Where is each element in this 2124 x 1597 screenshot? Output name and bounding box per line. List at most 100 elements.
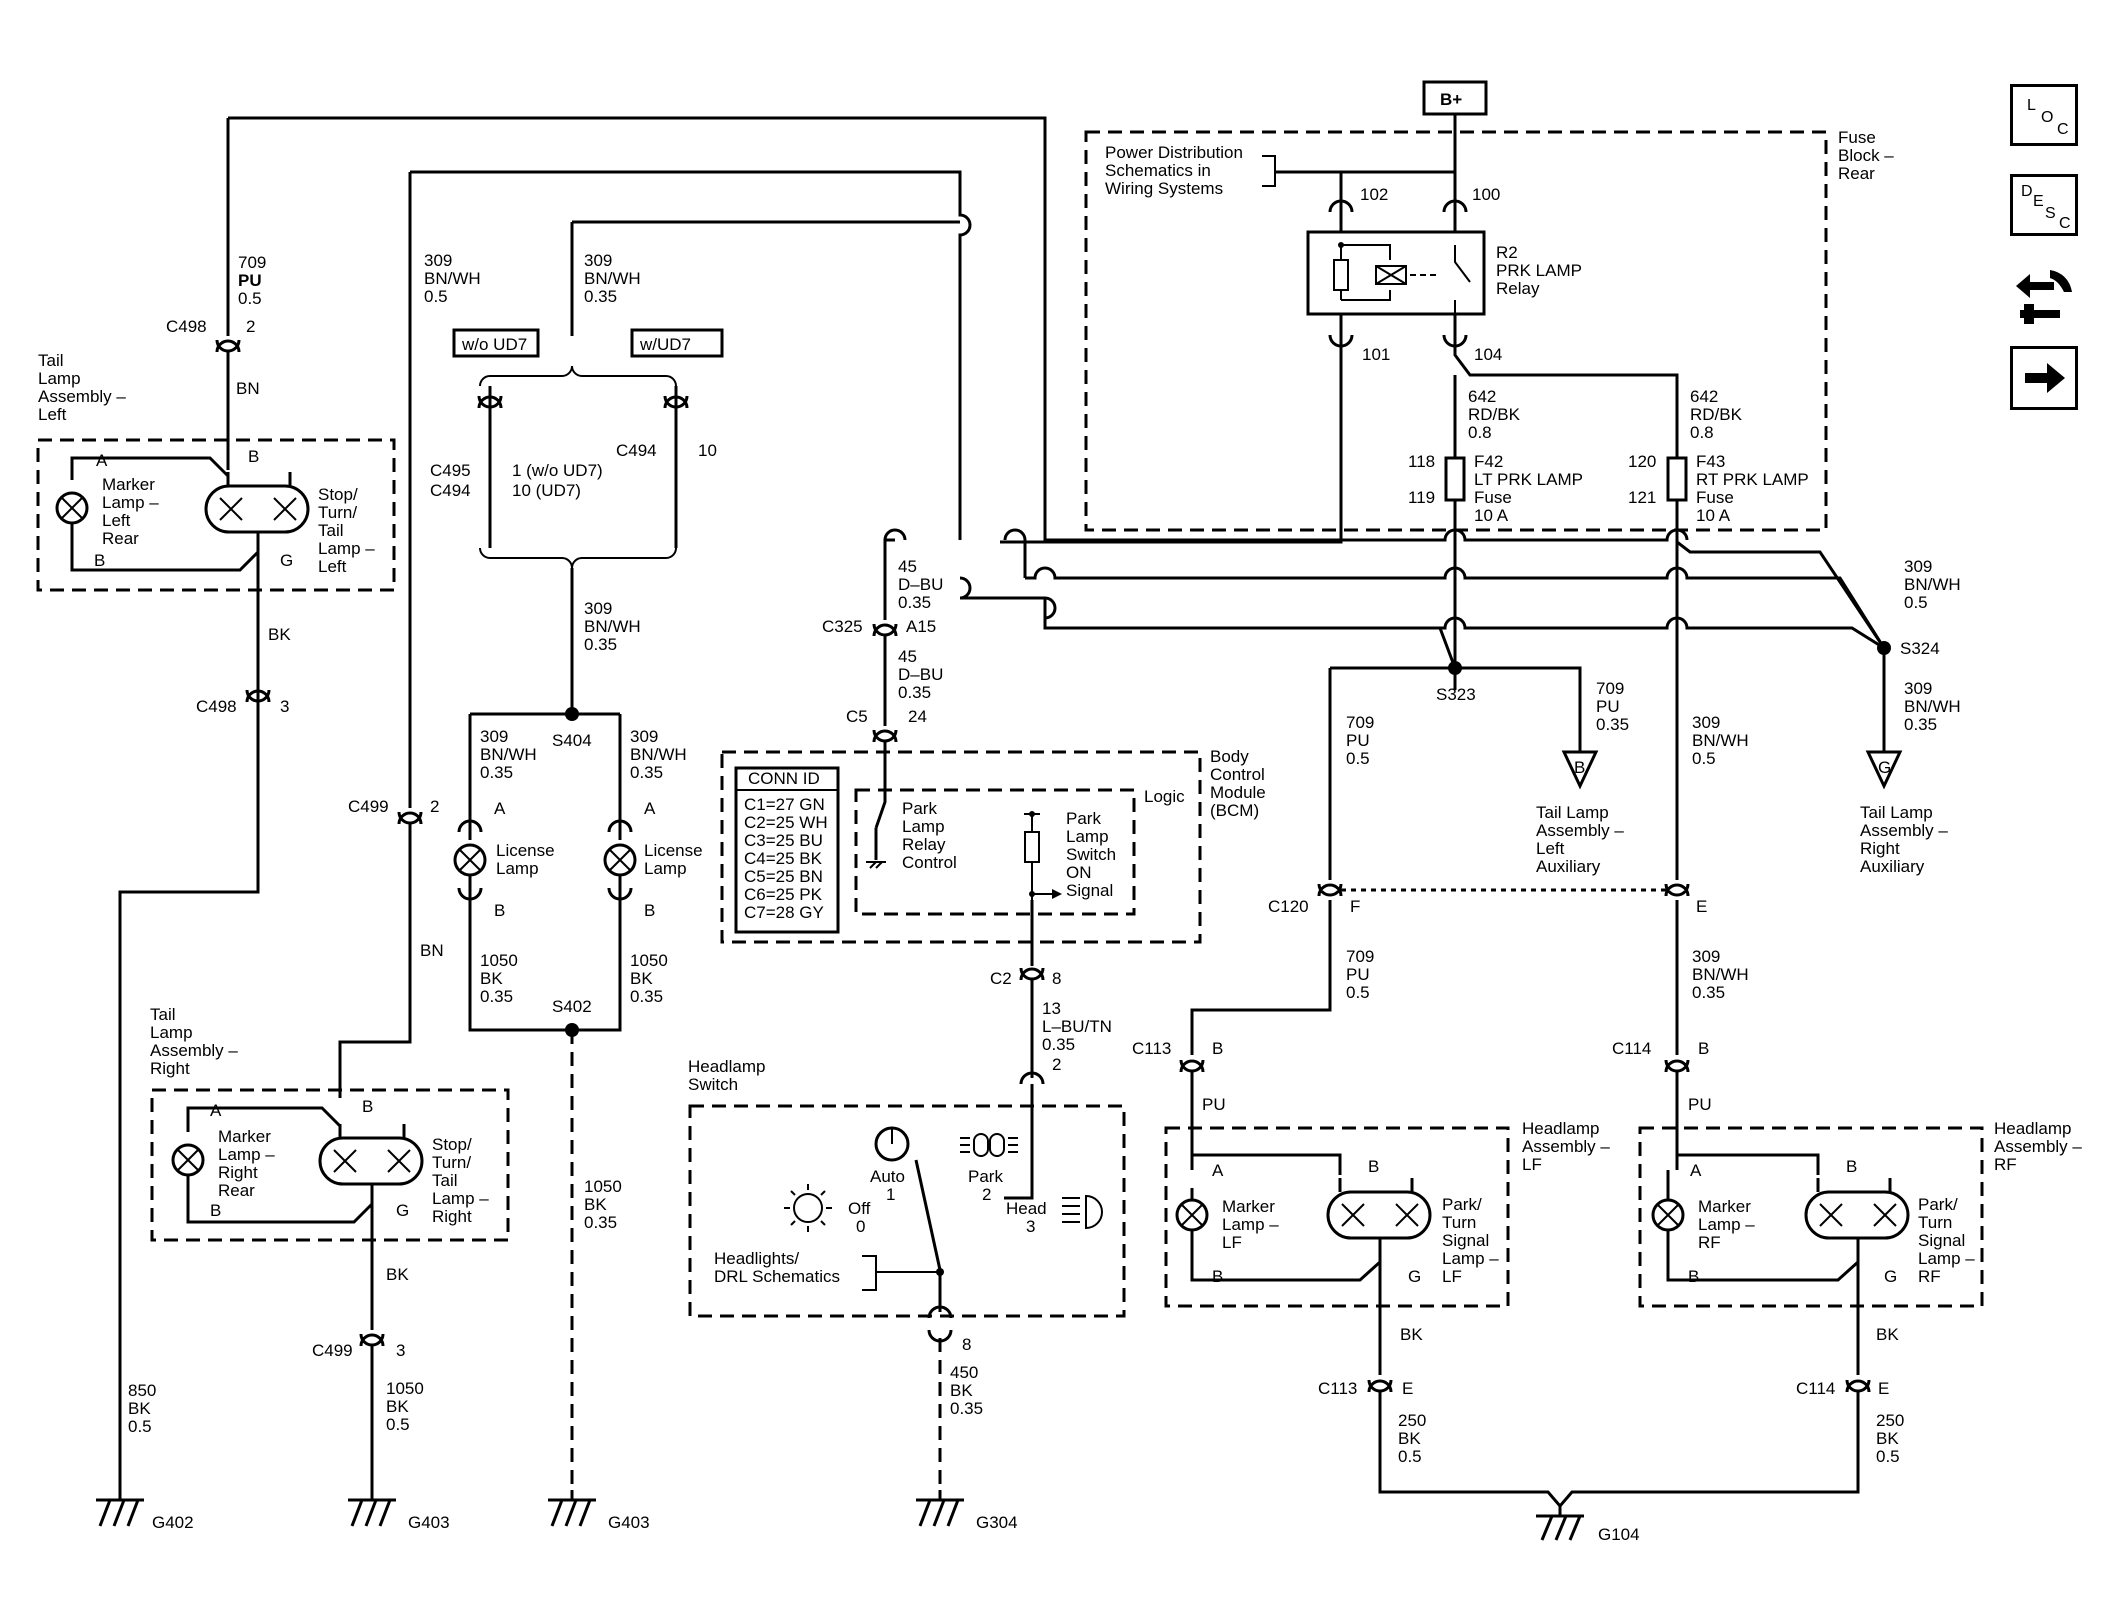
c5-label: C5 — [846, 707, 868, 726]
svg-text:ON: ON — [1066, 863, 1092, 882]
svg-text:BK: BK — [268, 625, 291, 644]
svg-text:709: 709 — [1346, 713, 1374, 732]
wire-13-label: 13 L–BU/TN 0.35 — [1042, 999, 1112, 1054]
svg-text:BN/WH: BN/WH — [1692, 731, 1749, 750]
svg-text:Lamp: Lamp — [644, 859, 687, 878]
svg-text:F42: F42 — [1474, 452, 1503, 471]
wire-bn-left: BN — [236, 379, 260, 398]
svg-text:Lamp –: Lamp – — [318, 539, 375, 558]
svg-text:709: 709 — [1346, 947, 1374, 966]
pin-120: 120 — [1628, 452, 1656, 471]
svg-text:Park/: Park/ — [1918, 1195, 1958, 1214]
svg-text:D–BU: D–BU — [898, 575, 943, 594]
wire-45-a-label: 45 D–BU 0.35 — [898, 557, 943, 612]
svg-text:A: A — [644, 799, 656, 818]
svg-text:309: 309 — [584, 599, 612, 618]
svg-text:0.5: 0.5 — [1346, 749, 1370, 768]
svg-text:B: B — [362, 1097, 373, 1116]
svg-text:0.5: 0.5 — [424, 287, 448, 306]
svg-text:0.35: 0.35 — [584, 1213, 617, 1232]
svg-text:Headlamp: Headlamp — [1994, 1119, 2072, 1138]
tail-lamp-assembly-right — [150, 1088, 510, 1242]
c495-label: C495 — [430, 461, 471, 480]
svg-text:0.5: 0.5 — [128, 1417, 152, 1436]
pin-101: 101 — [1362, 345, 1390, 364]
svg-text:Head: Head — [1006, 1199, 1047, 1218]
svg-text:BN/WH: BN/WH — [480, 745, 537, 764]
svg-text:L–BU/TN: L–BU/TN — [1042, 1017, 1112, 1036]
svg-text:BK: BK — [584, 1195, 607, 1214]
svg-text:Headlamp: Headlamp — [688, 1057, 766, 1076]
svg-text:Switch: Switch — [688, 1075, 738, 1094]
tail-lamp-assembly-left — [36, 438, 396, 592]
svg-text:Right: Right — [1860, 839, 1900, 858]
conn-row: C1=27 GN — [744, 795, 825, 814]
svg-text:Assembly –: Assembly – — [1536, 821, 1624, 840]
svg-text:B: B — [1368, 1157, 1379, 1176]
svg-text:w/o UD7: w/o UD7 — [461, 335, 527, 354]
svg-text:0.35: 0.35 — [1596, 715, 1629, 734]
g402-label: G402 — [152, 1513, 194, 1532]
svg-text:w/UD7: w/UD7 — [639, 335, 691, 354]
stop-turn-tail-lamp-left-label: Stop/ Turn/ Tail Lamp – Left — [318, 485, 375, 576]
svg-text:0.5: 0.5 — [1904, 593, 1928, 612]
wire-309-b-label: 309 BN/WH 0.35 — [584, 251, 641, 306]
g104-label: G104 — [1598, 1525, 1640, 1544]
conn-row: C4=25 BK — [744, 849, 823, 868]
connector-tool-button[interactable] — [2010, 262, 2078, 328]
svg-text:Tail: Tail — [318, 521, 344, 540]
location-button[interactable]: L O C — [2010, 84, 2078, 146]
svg-text:Park: Park — [902, 799, 937, 818]
c498-bot-label: C498 — [196, 697, 237, 716]
pin-119: 119 — [1408, 488, 1435, 507]
svg-text:B: B — [644, 901, 655, 920]
headlamp-switch-outline — [688, 1104, 1126, 1318]
description-button[interactable]: D E S C — [2010, 174, 2078, 236]
svg-text:Marker: Marker — [1698, 1197, 1751, 1216]
svg-text:Signal: Signal — [1066, 881, 1113, 900]
svg-text:RD/BK: RD/BK — [1468, 405, 1521, 424]
svg-text:Rear: Rear — [1838, 164, 1875, 183]
svg-text:Lamp: Lamp — [902, 817, 945, 836]
svg-text:Lamp –: Lamp – — [102, 493, 159, 512]
s324-label: S324 — [1900, 639, 1940, 658]
svg-text:Lamp: Lamp — [150, 1023, 193, 1042]
svg-text:B: B — [248, 447, 259, 466]
svg-text:BN/WH: BN/WH — [1692, 965, 1749, 984]
svg-text:0.35: 0.35 — [630, 763, 663, 782]
wire-642-left-label: 642 RD/BK 0.8 — [1468, 387, 1521, 442]
svg-text:BN/WH: BN/WH — [1904, 697, 1961, 716]
svg-text:Turn/: Turn/ — [432, 1153, 471, 1172]
fuse-f43-label: F43 RT PRK LAMP Fuse 10 A — [1696, 452, 1809, 525]
svg-text:0.35: 0.35 — [584, 635, 617, 654]
ground-g403a-icon — [348, 1490, 396, 1527]
svg-text:Auxiliary: Auxiliary — [1536, 857, 1601, 876]
svg-text:BK: BK — [1876, 1325, 1899, 1344]
svg-text:2: 2 — [1052, 1055, 1061, 1074]
svg-text:0.35: 0.35 — [1692, 983, 1725, 1002]
svg-text:1: 1 — [886, 1185, 895, 1204]
svg-text:309: 309 — [1904, 557, 1932, 576]
without-ud7-box — [452, 328, 540, 358]
svg-text:0.8: 0.8 — [1468, 423, 1492, 442]
svg-text:PU: PU — [1346, 965, 1370, 984]
c494-right-label: C494 — [616, 441, 657, 460]
pin-118: 118 — [1408, 452, 1435, 471]
svg-text:Auxiliary: Auxiliary — [1860, 857, 1925, 876]
svg-text:BK: BK — [128, 1399, 151, 1418]
svg-text:LT PRK LAMP: LT PRK LAMP — [1474, 470, 1583, 489]
g304-label: G304 — [976, 1513, 1018, 1532]
pds-reference: Power Distribution Schematics in Wiring … — [1105, 143, 1243, 198]
wire-709-c120-label: 709 PU 0.5 — [1346, 713, 1374, 768]
next-arrow-button[interactable] — [2010, 346, 2078, 410]
svg-text:BK: BK — [630, 969, 653, 988]
s404-label: S404 — [552, 731, 592, 750]
svg-text:Lamp –: Lamp – — [1698, 1215, 1755, 1234]
wire-1050-b-label: 1050 BK 0.35 — [630, 951, 668, 1006]
svg-text:Block –: Block – — [1838, 146, 1894, 165]
wire-309-c120-label: 309 BN/WH 0.5 — [1692, 713, 1749, 768]
svg-text:3: 3 — [396, 1341, 405, 1360]
off-label: Off 0 — [848, 1199, 871, 1236]
svg-text:DRL Schematics: DRL Schematics — [714, 1267, 840, 1286]
marker-lamp-rf-label: Marker Lamp – RF — [1698, 1197, 1755, 1252]
